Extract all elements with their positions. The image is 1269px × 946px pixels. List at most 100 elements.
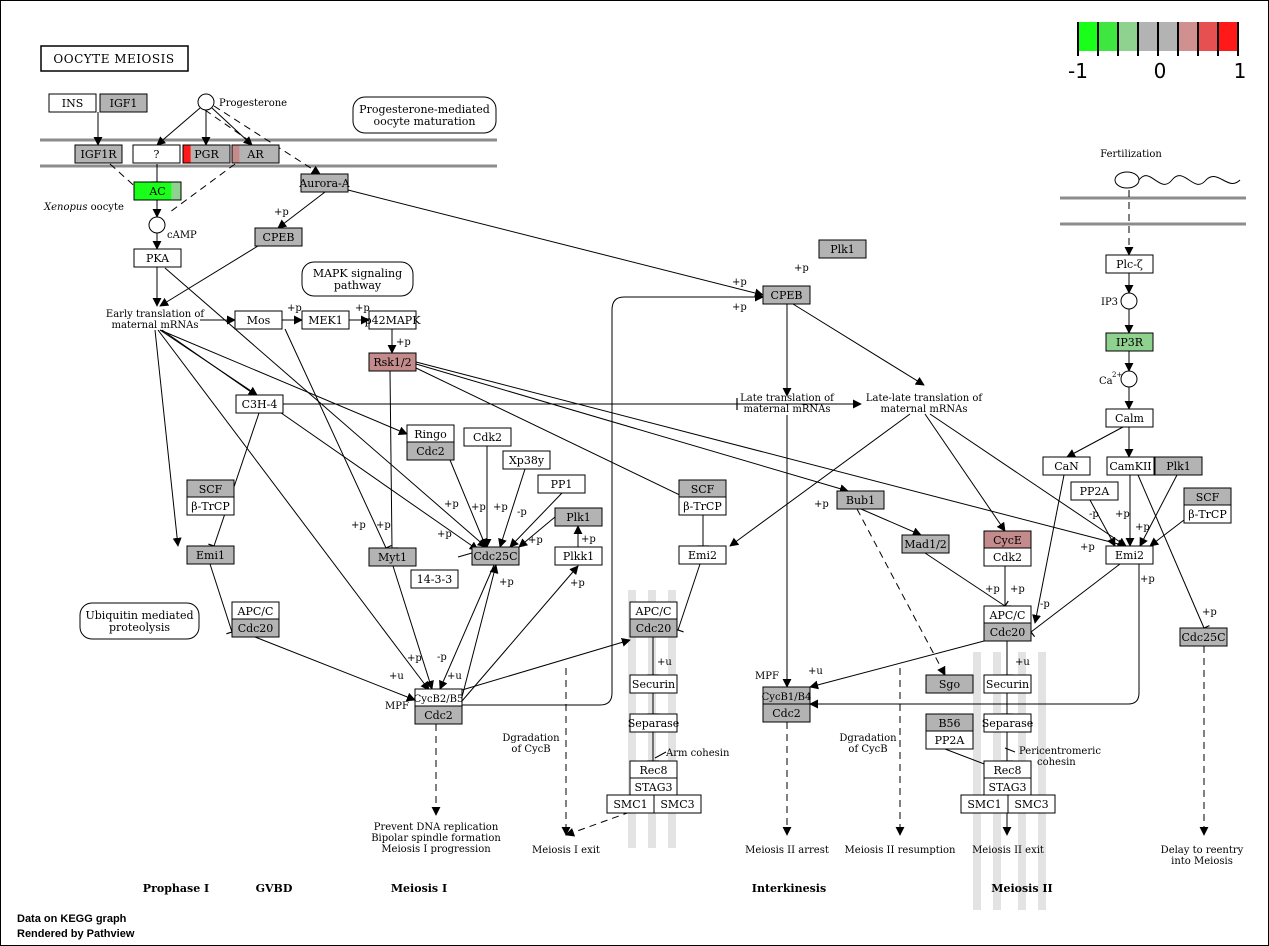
gene-node-camkii[interactable]: CamKII bbox=[1106, 456, 1155, 476]
gene-node-mek1[interactable]: MEK1 bbox=[301, 310, 350, 330]
modification-23: +u bbox=[657, 657, 672, 668]
gene-node-plk1c[interactable]: Plk1 bbox=[1154, 456, 1203, 476]
gene-label-separase2: Separase bbox=[982, 717, 1034, 730]
gene-node-cdc20a[interactable]: Cdc20 bbox=[231, 618, 280, 638]
fertilization-label: Fertilization bbox=[1100, 149, 1162, 160]
gene-node-cycb1[interactable]: CycB2/B5 bbox=[414, 688, 464, 708]
gene-node-ar[interactable]: AR bbox=[231, 144, 280, 164]
membranes bbox=[40, 138, 1246, 226]
gene-node-aurora[interactable]: Aurora-A bbox=[298, 173, 351, 193]
late-translation-line2: maternal mRNAs bbox=[743, 404, 830, 415]
gene-node-cdc2b[interactable]: Cdc2 bbox=[414, 705, 463, 725]
gene-node-cdc25c2[interactable]: Cdc25C bbox=[1179, 627, 1228, 647]
outcome-prevent-line3: Meiosis I progression bbox=[381, 844, 491, 855]
gene-node-scf3[interactable]: SCF bbox=[1183, 487, 1232, 507]
gene-node-ac[interactable]: AC bbox=[133, 181, 182, 201]
gene-node-igf1[interactable]: IGF1 bbox=[99, 93, 148, 113]
gene-node-smc1b[interactable]: SMC1 bbox=[960, 794, 1009, 814]
gene-node-rec8b[interactable]: Rec8 bbox=[983, 760, 1032, 780]
gene-node-cdk2a[interactable]: Cdk2 bbox=[463, 427, 512, 447]
gene-node-plkk1[interactable]: Plkk1 bbox=[554, 546, 603, 566]
gene-node-apc1[interactable]: APC/C bbox=[231, 601, 280, 621]
gene-label-cdc20a: Cdc20 bbox=[238, 622, 274, 635]
gene-node-cdc2c[interactable]: Cdc2 bbox=[762, 703, 811, 723]
gene-node-igf1r[interactable]: IGF1R bbox=[74, 144, 123, 164]
edge-21 bbox=[159, 329, 408, 436]
gene-node-mos[interactable]: Mos bbox=[234, 310, 283, 330]
gene-node-mapk[interactable]: p42MAPK bbox=[365, 310, 422, 330]
gene-node-stag3b[interactable]: STAG3 bbox=[983, 777, 1032, 797]
gene-node-ip3r[interactable]: IP3R bbox=[1105, 332, 1154, 352]
gene-node-cdk2b[interactable]: Cdk2 bbox=[983, 547, 1032, 567]
pathway-mapk-line1: MAPK signaling bbox=[313, 267, 402, 280]
gene-node-unk[interactable]: ? bbox=[132, 144, 181, 164]
gene-node-securin1[interactable]: Securin bbox=[629, 674, 678, 694]
gene-node-scf1[interactable]: SCF bbox=[186, 479, 235, 499]
gene-node-p1433[interactable]: 14-3-3 bbox=[410, 569, 459, 589]
gene-node-stag3a[interactable]: STAG3 bbox=[629, 777, 678, 797]
gene-node-securin2[interactable]: Securin bbox=[983, 674, 1032, 694]
gene-node-pgr[interactable]: PGR bbox=[182, 144, 231, 164]
gene-node-rec8a[interactable]: Rec8 bbox=[629, 760, 678, 780]
gene-node-apc2[interactable]: APC/C bbox=[629, 601, 678, 621]
gene-node-cyce[interactable]: CycE bbox=[983, 530, 1032, 550]
gene-node-emi2a[interactable]: Emi2 bbox=[678, 545, 727, 565]
gene-node-scf2[interactable]: SCF bbox=[678, 479, 727, 499]
gene-label-can: CaN bbox=[1054, 460, 1079, 473]
gene-node-cdc2a[interactable]: Cdc2 bbox=[406, 441, 455, 461]
gene-node-cdc20c[interactable]: Cdc20 bbox=[983, 622, 1032, 642]
edge-72 bbox=[1026, 563, 1121, 638]
gene-node-c3h4[interactable]: C3H-4 bbox=[235, 394, 284, 414]
gene-node-smc3b[interactable]: SMC3 bbox=[1007, 794, 1056, 814]
gene-node-btrcp2[interactable]: β-TrCP bbox=[678, 496, 727, 516]
gene-node-ins[interactable]: INS bbox=[48, 93, 97, 113]
gene-node-plk1a[interactable]: Plk1 bbox=[554, 507, 603, 527]
gene-node-mad12[interactable]: Mad1/2 bbox=[901, 534, 950, 554]
gene-node-pp2a2[interactable]: PP2A bbox=[1070, 481, 1119, 501]
gene-node-apc3[interactable]: APC/C bbox=[983, 605, 1032, 625]
gene-node-bub1[interactable]: Bub1 bbox=[836, 490, 885, 510]
gene-node-cpeb1[interactable]: CPEB bbox=[254, 227, 303, 247]
gene-node-plk1b[interactable]: Plk1 bbox=[818, 239, 867, 259]
gene-label-scf2: SCF bbox=[691, 483, 715, 496]
gene-node-smc1a[interactable]: SMC1 bbox=[606, 794, 655, 814]
gene-node-smc3a[interactable]: SMC3 bbox=[653, 794, 702, 814]
gene-label-smc3a: SMC3 bbox=[660, 798, 694, 811]
gene-node-pp2a1[interactable]: PP2A bbox=[925, 730, 974, 750]
gene-node-cdc25c1[interactable]: Cdc25C bbox=[471, 546, 520, 566]
edge-59 bbox=[929, 413, 1127, 547]
edge-39 bbox=[457, 552, 473, 558]
gene-node-plcz[interactable]: Plc-ζ bbox=[1105, 254, 1154, 274]
gene-node-btrcp1[interactable]: β-TrCP bbox=[186, 496, 235, 516]
gene-node-cycb2[interactable]: CycB1/B4 bbox=[762, 686, 812, 706]
gene-node-btrcp3[interactable]: β-TrCP bbox=[1183, 504, 1232, 524]
modification-14: +p bbox=[570, 578, 585, 589]
gene-node-sgo[interactable]: Sgo bbox=[925, 674, 974, 694]
gene-node-b56[interactable]: B56 bbox=[925, 713, 974, 733]
gene-node-calm[interactable]: Calm bbox=[1105, 408, 1154, 428]
gene-node-separase2[interactable]: Separase bbox=[982, 713, 1034, 733]
gene-node-ringo[interactable]: Ringo bbox=[406, 424, 455, 444]
gene-node-emi2b[interactable]: Emi2 bbox=[1105, 545, 1154, 565]
progesterone-circle bbox=[197, 93, 215, 111]
gene-node-myt1[interactable]: Myt1 bbox=[368, 547, 417, 567]
gene-node-rsk[interactable]: Rsk1/2 bbox=[368, 352, 417, 372]
gene-node-cpeb2[interactable]: CPEB bbox=[762, 285, 811, 305]
gene-node-pp1[interactable]: PP1 bbox=[537, 474, 586, 494]
gene-node-separase1[interactable]: Separase bbox=[628, 713, 680, 733]
gene-node-pka[interactable]: PKA bbox=[133, 248, 182, 268]
gene-label-rec8a: Rec8 bbox=[640, 764, 668, 777]
gene-node-emi1[interactable]: Emi1 bbox=[186, 545, 235, 565]
modification-25: +u bbox=[1015, 657, 1030, 668]
gene-node-cdc20b[interactable]: Cdc20 bbox=[629, 618, 678, 638]
gene-node-xp38[interactable]: Xp38y bbox=[502, 450, 551, 470]
latelate-translation-line2: maternal mRNAs bbox=[880, 404, 967, 415]
arm-cohesin-label: Arm cohesin bbox=[665, 748, 730, 759]
gene-label-cdk2b: Cdk2 bbox=[993, 551, 1022, 564]
edge-7 bbox=[169, 163, 236, 213]
gene-node-can[interactable]: CaN bbox=[1042, 456, 1091, 476]
